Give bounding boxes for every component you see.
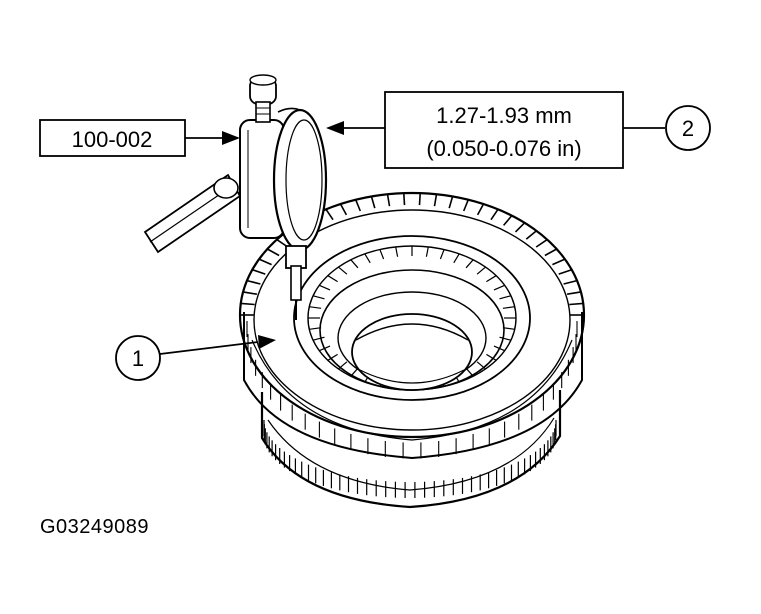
inner-tooth bbox=[379, 249, 385, 260]
figure-id: G03249089 bbox=[40, 516, 150, 538]
arrow-head-icon bbox=[326, 121, 344, 135]
dial-indicator bbox=[143, 74, 328, 320]
inner-tooth bbox=[395, 246, 399, 257]
rim-ticks bbox=[246, 321, 578, 459]
inner-tooth bbox=[319, 284, 331, 291]
callout-spec-box: 1.27-1.93 mm (0.050-0.076 in) bbox=[326, 91, 665, 169]
inner-tooth bbox=[425, 246, 429, 257]
inner-tooth bbox=[486, 353, 497, 361]
inner-tooth bbox=[453, 253, 460, 264]
inner-tooth bbox=[364, 253, 371, 264]
outer-tooth bbox=[266, 248, 280, 257]
center-hub bbox=[351, 313, 473, 391]
outer-tooth bbox=[490, 208, 499, 221]
spec-imperial-label: (0.050-0.076 in) bbox=[426, 136, 581, 161]
outer-tooth bbox=[448, 196, 454, 209]
outer-tooth bbox=[433, 194, 438, 207]
drum-spline-teeth bbox=[263, 420, 557, 498]
outer-tooth bbox=[258, 258, 272, 266]
inner-tooth bbox=[439, 249, 445, 260]
outer-tooth bbox=[563, 279, 578, 285]
inner-tooth bbox=[499, 336, 512, 341]
callout-number-1: 1 bbox=[132, 346, 144, 371]
outer-tooth bbox=[418, 193, 421, 206]
outer-tooth bbox=[502, 215, 513, 226]
outer-tooth bbox=[476, 203, 485, 216]
inner-tooth bbox=[338, 266, 348, 275]
outer-tooth bbox=[514, 222, 526, 233]
inner-tooth bbox=[309, 306, 322, 309]
outer-tooth bbox=[403, 193, 406, 206]
outer-tooth bbox=[535, 238, 548, 248]
outer-tooth bbox=[252, 268, 266, 275]
outer-tooth bbox=[246, 279, 261, 285]
outer-tooth bbox=[370, 196, 376, 209]
outer-tooth bbox=[569, 302, 584, 306]
outer-tooth bbox=[525, 230, 538, 240]
inner-tooth bbox=[499, 295, 512, 300]
inner-tooth bbox=[502, 306, 515, 309]
inner-tooth bbox=[312, 295, 325, 300]
outer-tooth bbox=[325, 208, 334, 221]
inner-tooth bbox=[493, 284, 505, 291]
arrow-head-icon bbox=[222, 131, 240, 145]
callout-circle-2: 2 bbox=[665, 105, 711, 151]
inner-tooth bbox=[309, 327, 322, 330]
outer-tooth bbox=[339, 203, 348, 216]
outer-tooth bbox=[558, 268, 572, 275]
inner-tooth bbox=[486, 275, 497, 283]
inner-tooth bbox=[476, 266, 486, 275]
spec-metric-label: 1.27-1.93 mm bbox=[436, 103, 572, 128]
outer-tooth bbox=[386, 194, 391, 207]
inner-tooth bbox=[327, 275, 338, 283]
outer-tooth bbox=[354, 199, 362, 212]
callout-circle-1: 1 bbox=[115, 335, 276, 381]
inner-tooth bbox=[502, 327, 515, 330]
inner-tooth bbox=[350, 259, 359, 269]
arrow-head-icon bbox=[258, 335, 276, 349]
callout-tool-box: 100-002 bbox=[39, 119, 240, 157]
outer-tooth bbox=[242, 291, 258, 295]
tool-number-label: 100-002 bbox=[72, 127, 153, 152]
outer-tooth bbox=[462, 199, 470, 212]
inner-tooth bbox=[312, 336, 325, 341]
outer-tooth bbox=[552, 258, 566, 266]
inner-tooth bbox=[327, 353, 338, 361]
callout-number-2: 2 bbox=[682, 116, 694, 141]
outer-tooth bbox=[544, 248, 558, 257]
inner-tooth bbox=[465, 259, 474, 269]
clutch-assembly bbox=[238, 191, 586, 509]
outer-tooth bbox=[240, 302, 255, 306]
outer-tooth bbox=[566, 291, 582, 295]
